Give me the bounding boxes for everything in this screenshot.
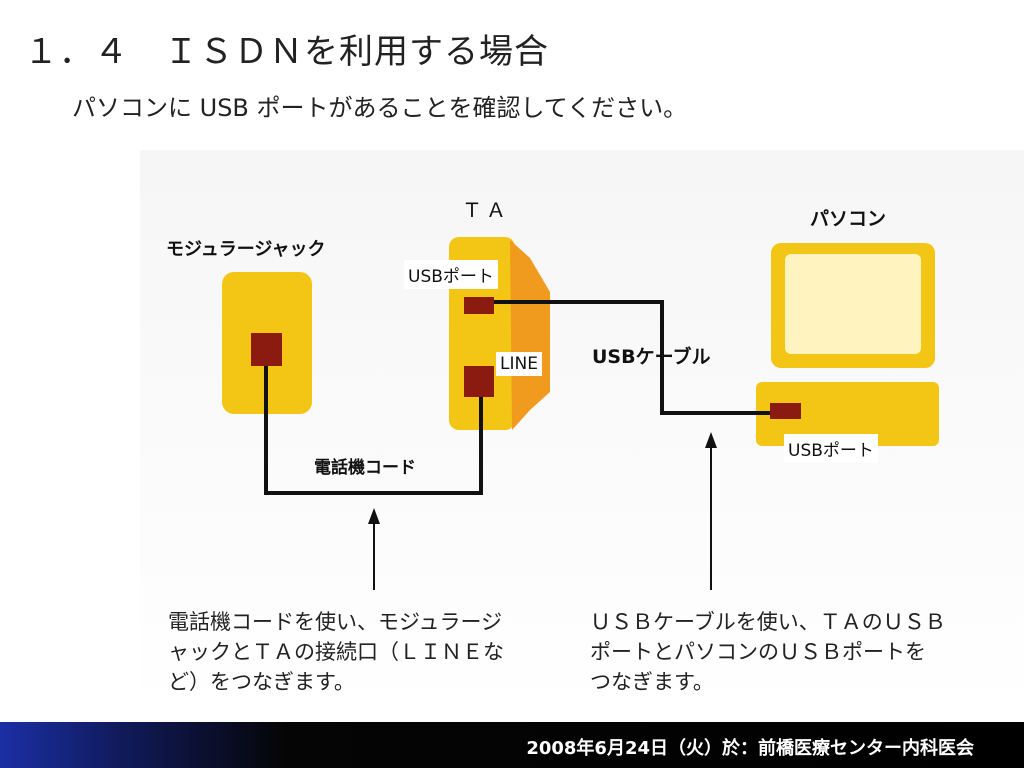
connection-diagram [222, 237, 939, 590]
pc-body [756, 382, 939, 446]
arrow-left-head [368, 508, 380, 524]
note-left-line: ャックとＴＡの接続口（ＬＩＮＥな [168, 640, 504, 664]
footer-text: 2008年6月24日（火）於：前橋医療センター内科医会 [526, 738, 974, 759]
note-right-line: ＵＳＢケーブルを使い、ＴＡのＵＳＢ [590, 610, 946, 634]
slide-subtitle: パソコンに USB ポートがあることを確認してください。 [72, 94, 688, 122]
phone-cord-label: 電話機コード [314, 458, 416, 478]
usb-cable [494, 300, 770, 415]
note-right-line: つなぎます。 [590, 670, 714, 694]
arrow-right-head [705, 432, 717, 448]
footer-bar [0, 722, 1024, 768]
pc-usb-port [770, 403, 801, 419]
ta-usb-port [464, 297, 494, 314]
modular-jack-socket [251, 333, 282, 366]
ta-line-port [464, 366, 494, 397]
ta-device-side [510, 240, 550, 430]
note-left: 電話機コードを使い、モジュラージ ャックとＴＡの接続口（ＬＩＮＥな ど）をつなぎ… [168, 607, 504, 697]
ta-line-label: LINE [496, 352, 542, 376]
note-left-line: 電話機コードを使い、モジュラージ [168, 610, 503, 634]
pc-label: パソコン [810, 208, 887, 230]
ta-label: ＴＡ [462, 198, 510, 222]
phone-cord [264, 366, 483, 495]
pc-screen [785, 254, 921, 354]
note-right-line: ポートとパソコンのＵＳＢポートを [590, 640, 926, 664]
slide-title: １．４ ＩＳＤＮを利用する場合 [24, 32, 549, 72]
modular-jack-label: モジュラージャック [166, 239, 326, 260]
usb-cable-label: USBケーブル [592, 346, 711, 368]
ta-usb-port-label: USBポート [404, 260, 498, 289]
pc-usb-port-label: USBポート [784, 434, 878, 463]
note-right: ＵＳＢケーブルを使い、ＴＡのＵＳＢ ポートとパソコンのＵＳＢポートを つなぎます… [590, 607, 946, 697]
note-left-line: ど）をつなぎます。 [168, 670, 355, 694]
